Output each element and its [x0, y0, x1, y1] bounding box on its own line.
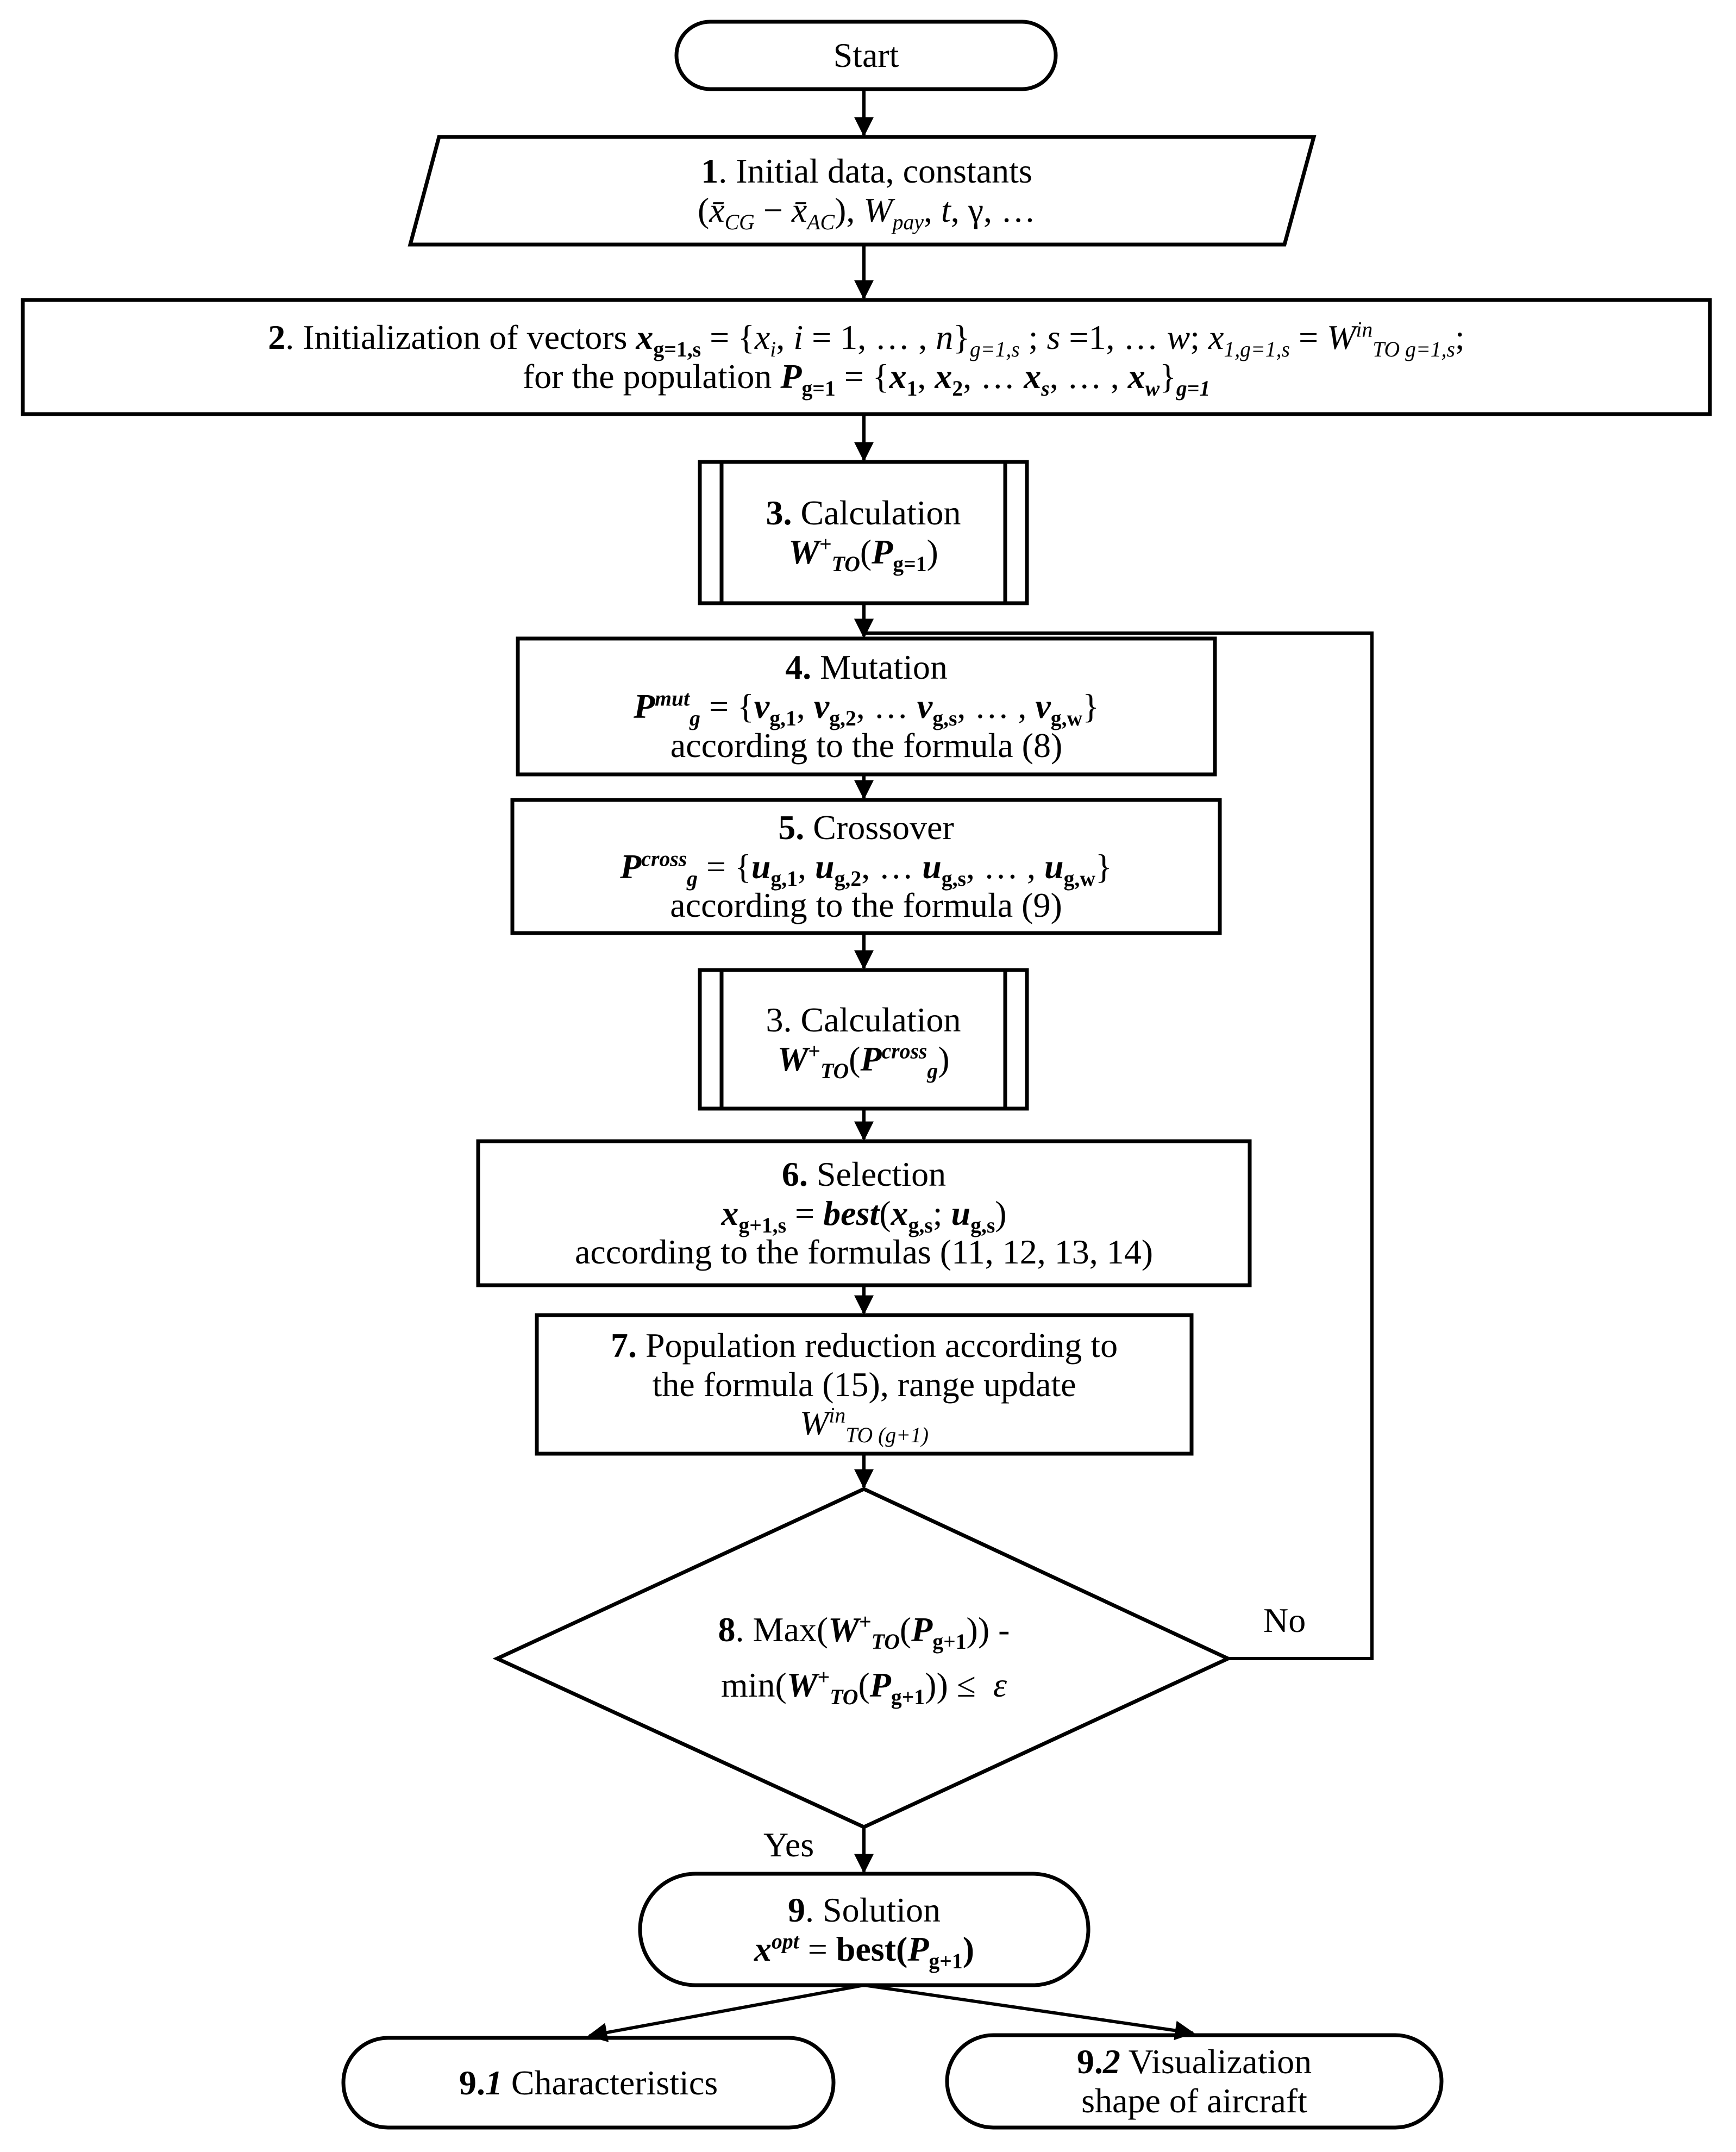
- start-node: Start: [676, 22, 1056, 89]
- visualization-node: 9.2 Visualization shape of aircraft: [1076, 2042, 1312, 2120]
- start-terminal-shape: [674, 20, 1058, 91]
- selection-node: 6. Selection xg+1,s = best(xg,s; ug,s) a…: [574, 1154, 1154, 1272]
- population-reduction-node: 7. Population reduction according to the…: [610, 1325, 1118, 1448]
- mutation-node: 4. Mutation Pmutg = {vg,1, vg,2, … vg,s,…: [634, 648, 1099, 765]
- solution-node: 9. Solution xopt = best(Pg+1): [754, 1890, 974, 1973]
- input-data-parameters: (x̄CG − x̄AC), Wpay, t, γ, …: [697, 191, 1036, 234]
- initialization-node: 2. Initialization of vectors xg=1,s = {x…: [268, 318, 1465, 401]
- mutation-box-shape: [516, 636, 1217, 777]
- edge-9-to-9-1: [587, 1984, 864, 2042]
- crossover-node: 5. Crossover Pcrossg = {ug,1, ug,2, … ug…: [620, 808, 1112, 925]
- input-data-node: 1. Initial data, constants (x̄CG − x̄AC)…: [697, 152, 1036, 234]
- edge-8-no-loop: [854, 618, 1374, 1660]
- initialization-box-shape: [21, 298, 1712, 416]
- start-label: Start: [833, 36, 899, 75]
- convergence-decision-node: 8. Max(W+TO(Pg+1)) - min(W+TO(Pg+1)) ≤ ε: [718, 1610, 1010, 1709]
- crossover-box-shape: [510, 798, 1222, 935]
- characteristics-node: 9.1 Characteristics: [459, 2063, 718, 2102]
- edge-label-yes: Yes: [763, 1825, 814, 1864]
- edge-9-to-9-2: [863, 1984, 1195, 2041]
- input-data-parallelogram: [408, 135, 1317, 247]
- calculation-1-node: 3. Calculation W+TO(Pg=1): [766, 493, 961, 576]
- calculation-2-node: 3. Calculation W+TO(Pcrossg): [766, 1000, 961, 1083]
- edge-label-no: No: [1263, 1601, 1306, 1640]
